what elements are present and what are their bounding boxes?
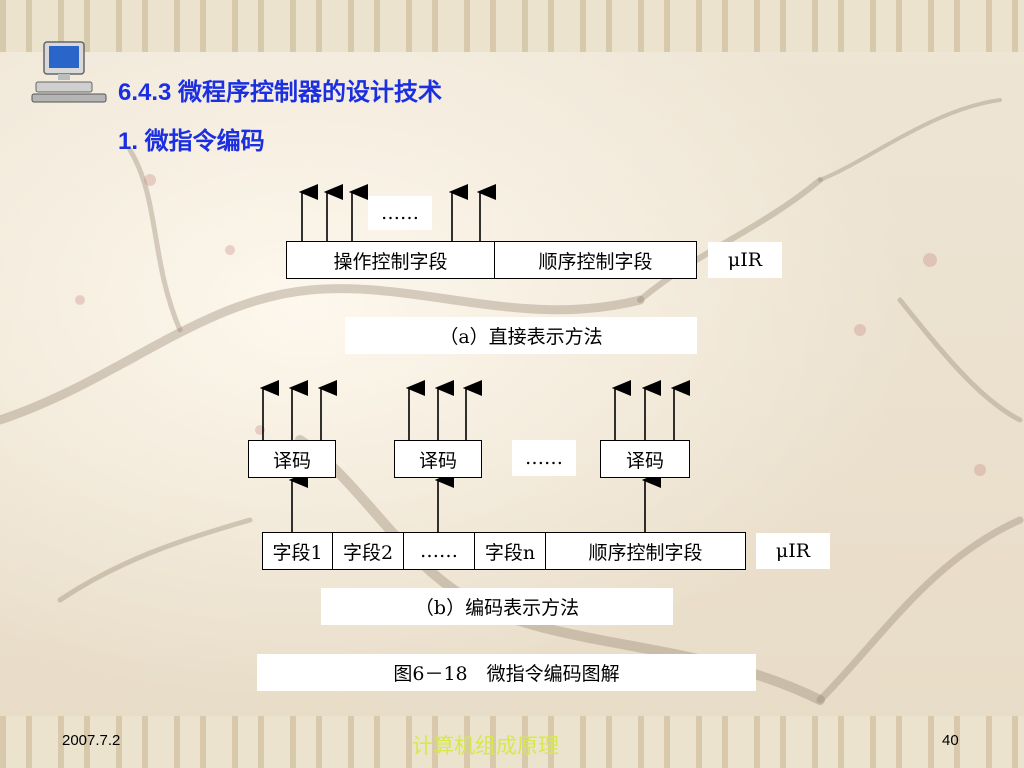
uir-label-b: μIR bbox=[756, 533, 830, 569]
caption-a: （a）直接表示方法 bbox=[345, 317, 697, 354]
figure-caption: 图6－18 微指令编码图解 bbox=[257, 654, 756, 691]
footer-date: 2007.7.2 bbox=[62, 732, 121, 749]
decoder-3: 译码 bbox=[600, 440, 690, 478]
decoder-2: 译码 bbox=[394, 440, 482, 478]
sequence-control-field-b: 顺序控制字段 bbox=[588, 541, 703, 564]
field-ellipsis: …… bbox=[404, 533, 475, 569]
caption-b: （b）编码表示方法 bbox=[321, 588, 673, 625]
field-1: 字段1 bbox=[263, 533, 333, 569]
operation-control-field: 操作控制字段 bbox=[287, 242, 495, 278]
field-n: 字段n bbox=[475, 533, 546, 569]
top-border-band bbox=[0, 0, 1024, 52]
uir-label-a: μIR bbox=[708, 242, 782, 278]
decoder-1: 译码 bbox=[248, 440, 336, 478]
dots-label-a: …… bbox=[368, 196, 432, 230]
sequence-control-field-a: 顺序控制字段 bbox=[538, 250, 653, 273]
section-heading: 6.4.3 微程序控制器的设计技术 bbox=[118, 79, 443, 106]
subsection-heading: 1. 微指令编码 bbox=[118, 128, 265, 155]
microinstruction-register-a: 操作控制字段 顺序控制字段 bbox=[286, 241, 697, 279]
dots-label-b: …… bbox=[512, 440, 576, 476]
bottom-border-band bbox=[0, 716, 1024, 768]
microinstruction-register-b: 字段1 字段2 …… 字段n 顺序控制字段 bbox=[262, 532, 746, 570]
footer-course-title: 计算机组成原理 bbox=[412, 734, 559, 758]
field-2: 字段2 bbox=[333, 533, 404, 569]
footer-page-number: 40 bbox=[942, 732, 959, 749]
computer-icon bbox=[31, 41, 107, 103]
